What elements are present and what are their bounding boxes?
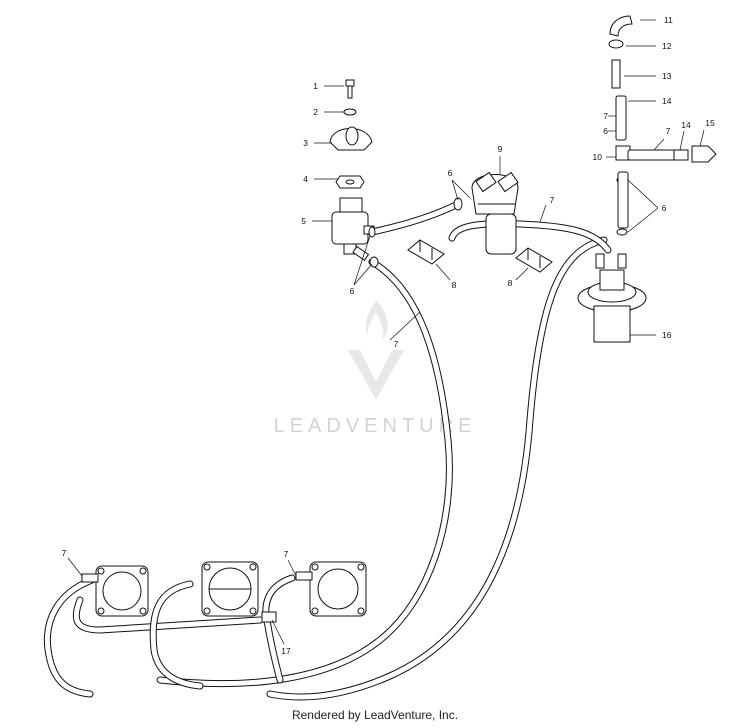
callout-6-right: 6 <box>662 203 667 213</box>
callout-5: 5 <box>301 216 306 226</box>
callout-6-vent: 6 <box>603 126 608 136</box>
footer-credit: Rendered by LeadVenture, Inc. <box>291 708 459 722</box>
callout-13: 13 <box>662 71 672 81</box>
part-nut-4 <box>335 175 365 189</box>
callout-labels: 1 2 3 4 5 6 6 6 7 7 7 7 7 7 6 8 8 9 10 1… <box>62 15 715 656</box>
part-fuel-filter-9 <box>471 171 519 255</box>
callout-16: 16 <box>662 330 672 340</box>
callout-7-filter: 7 <box>550 195 555 205</box>
callout-11: 11 <box>664 15 673 25</box>
part-clip-8-left <box>407 239 445 265</box>
callout-6-left: 6 <box>350 286 355 296</box>
callout-8-right: 8 <box>508 278 513 288</box>
part-washer-2 <box>343 108 357 116</box>
part-screw-1 <box>345 79 355 99</box>
callout-14-top: 14 <box>662 96 672 106</box>
callout-15: 15 <box>705 118 715 128</box>
callout-17: 17 <box>281 646 291 656</box>
part-filter-5 <box>331 197 375 261</box>
watermark-text: LEADVENTURE <box>274 415 477 437</box>
callout-1: 1 <box>313 81 318 91</box>
callout-7-vent: 7 <box>603 111 608 121</box>
callout-2: 2 <box>313 107 318 117</box>
callout-8-left: 8 <box>452 280 457 290</box>
callout-10: 10 <box>593 152 603 162</box>
carburetor-right <box>295 561 367 617</box>
tee-fitting-17 <box>261 611 277 623</box>
carburetor-left <box>81 565 149 617</box>
callout-3: 3 <box>303 138 308 148</box>
callout-4: 4 <box>303 174 308 184</box>
callout-7-mid: 7 <box>394 339 399 349</box>
part-pickup-16 <box>577 253 647 343</box>
fuel-hoses <box>43 200 612 701</box>
callout-12: 12 <box>662 41 672 51</box>
carburetor-middle <box>201 561 259 617</box>
leader-lines <box>67 19 705 645</box>
watermark-logo <box>348 300 404 400</box>
part-clip-8-right <box>515 247 553 273</box>
callout-9: 9 <box>498 144 503 154</box>
vent-assembly <box>608 15 717 229</box>
callout-7-carb-left: 7 <box>62 548 67 558</box>
callout-7-carb-right: 7 <box>284 549 289 559</box>
callout-7-vent-side: 7 <box>666 126 671 136</box>
callout-6-top: 6 <box>448 168 453 178</box>
part-bracket-3 <box>329 126 373 151</box>
callout-14-side: 14 <box>681 120 691 130</box>
